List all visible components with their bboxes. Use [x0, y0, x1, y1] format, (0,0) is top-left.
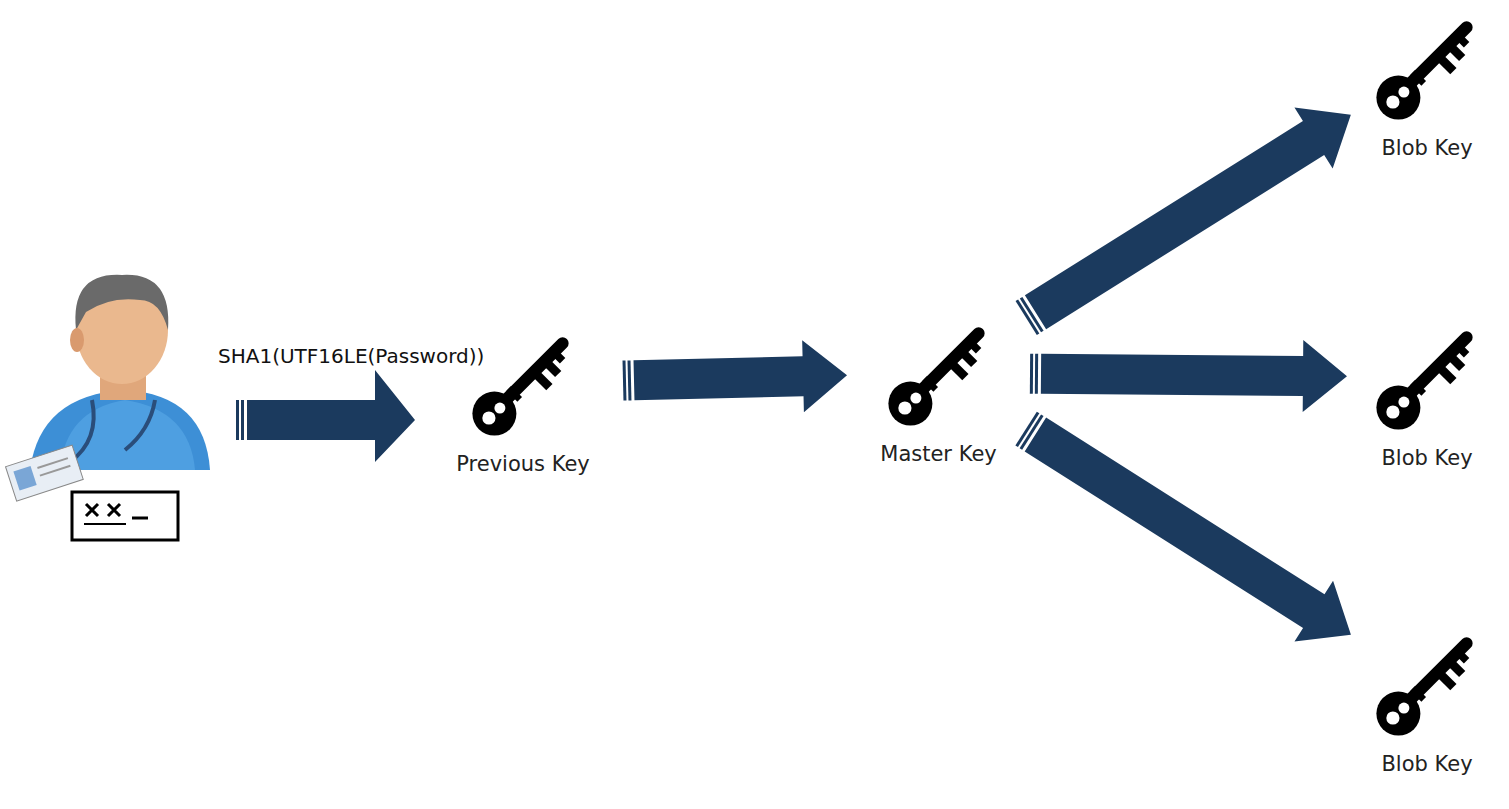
arrow-part: [1041, 338, 1348, 413]
arrow-part: [1016, 84, 1370, 343]
block-arrow: [1007, 84, 1370, 348]
key-label: Blob Key: [1377, 752, 1476, 776]
key-node: Master Key: [872, 320, 1005, 466]
hash-arrow: [236, 370, 415, 462]
key-icon: [884, 320, 994, 430]
key-node: Blob Key: [1372, 324, 1482, 470]
user-icon: [6, 275, 210, 540]
arrow-part: [623, 361, 627, 401]
block-arrow: [1030, 338, 1348, 413]
key-label: Blob Key: [1377, 446, 1476, 470]
block-arrow: [622, 339, 848, 416]
key-icon: [1372, 630, 1482, 740]
arrow-part: [633, 339, 848, 416]
key-label: Previous Key: [452, 452, 594, 476]
arrow-part: [1030, 354, 1033, 394]
key-node: Blob Key: [1372, 630, 1482, 776]
arrow-part: [628, 360, 632, 400]
key-node: Blob Key: [1372, 14, 1482, 160]
key-icon: [1372, 14, 1482, 124]
key-icon: [1372, 324, 1482, 434]
hash-label: SHA1(UTF16LE(Password)): [216, 344, 486, 368]
arrow-part: [1035, 354, 1038, 394]
arrow-part: [1016, 404, 1370, 665]
key-label: Master Key: [876, 442, 1000, 466]
block-arrow: [1007, 398, 1370, 665]
key-label: Blob Key: [1377, 136, 1476, 160]
